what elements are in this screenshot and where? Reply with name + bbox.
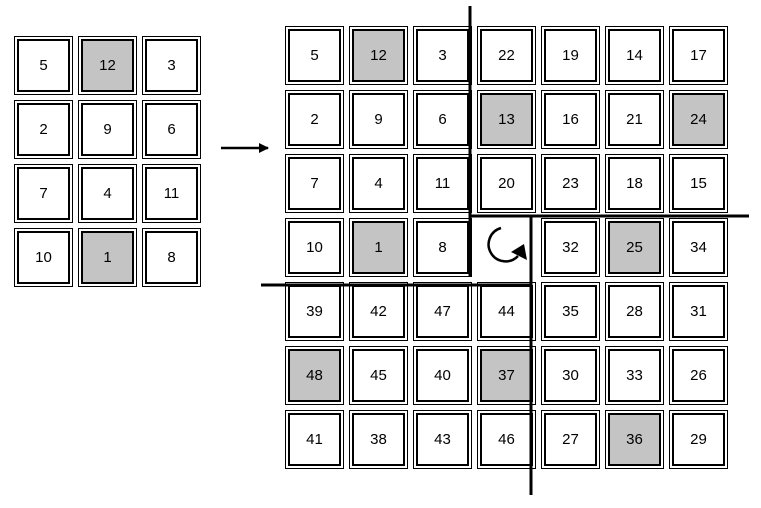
large-grid-cell: 21 [605,90,664,149]
small-grid-cell: 1 [78,228,137,287]
large-grid-cell: 35 [541,282,600,341]
small-grid-cell: 11 [142,164,201,223]
large-grid-cell: 22 [477,26,536,85]
large-grid-cell: 36 [605,410,664,469]
large-grid-cell: 10 [285,218,344,277]
large-grid-cell: 7 [285,154,344,213]
large-grid-cell: 30 [541,346,600,405]
small-grid-cell: 2 [14,100,73,159]
small-grid-cell: 4 [78,164,137,223]
large-grid-cell: 26 [669,346,728,405]
large-grid-cell: 4 [349,154,408,213]
large-grid-cell: 32 [541,218,600,277]
large-grid-cell: 20 [477,154,536,213]
large-grid-cell: 29 [669,410,728,469]
large-grid-cell: 14 [605,26,664,85]
large-grid-cell: 33 [605,346,664,405]
large-grid-cell: 40 [413,346,472,405]
large-grid-cell: 23 [541,154,600,213]
large-grid-cell: 6 [413,90,472,149]
large-grid-cell: 43 [413,410,472,469]
large-grid-cell: 25 [605,218,664,277]
rotation-arrow-icon [487,226,519,263]
small-grid-cell: 9 [78,100,137,159]
small-grid-cell: 10 [14,228,73,287]
large-grid-cell: 2 [285,90,344,149]
large-grid-cell: 38 [349,410,408,469]
large-grid-cell: 27 [541,410,600,469]
large-grid-cell: 24 [669,90,728,149]
small-grid-cell: 7 [14,164,73,223]
small-grid-cell: 6 [142,100,201,159]
small-grid-cell: 8 [142,228,201,287]
large-grid-cell: 48 [285,346,344,405]
large-grid-cell: 13 [477,90,536,149]
large-grid-cell: 41 [285,410,344,469]
large-grid-cell: 1 [349,218,408,277]
large-grid-cell: 17 [669,26,728,85]
small-grid-cell: 3 [142,36,201,95]
large-grid-cell: 18 [605,154,664,213]
large-grid-cell: 11 [413,154,472,213]
small-grid-cell: 12 [78,36,137,95]
large-grid-cell: 44 [477,282,536,341]
large-grid-cell: 34 [669,218,728,277]
large-grid-cell: 8 [413,218,472,277]
large-grid-cell: 28 [605,282,664,341]
large-grid-cell: 5 [285,26,344,85]
large-grid-cell: 3 [413,26,472,85]
large-grid-cell: 9 [349,90,408,149]
large-grid-cell: 42 [349,282,408,341]
large-grid-cell: 45 [349,346,408,405]
large-grid-cell: 15 [669,154,728,213]
large-grid-cell: 12 [349,26,408,85]
large-grid-cell: 16 [541,90,600,149]
rotation-arrowhead [511,244,527,260]
large-grid-cell: 19 [541,26,600,85]
small-grid-cell: 5 [14,36,73,95]
large-grid-cell: 31 [669,282,728,341]
